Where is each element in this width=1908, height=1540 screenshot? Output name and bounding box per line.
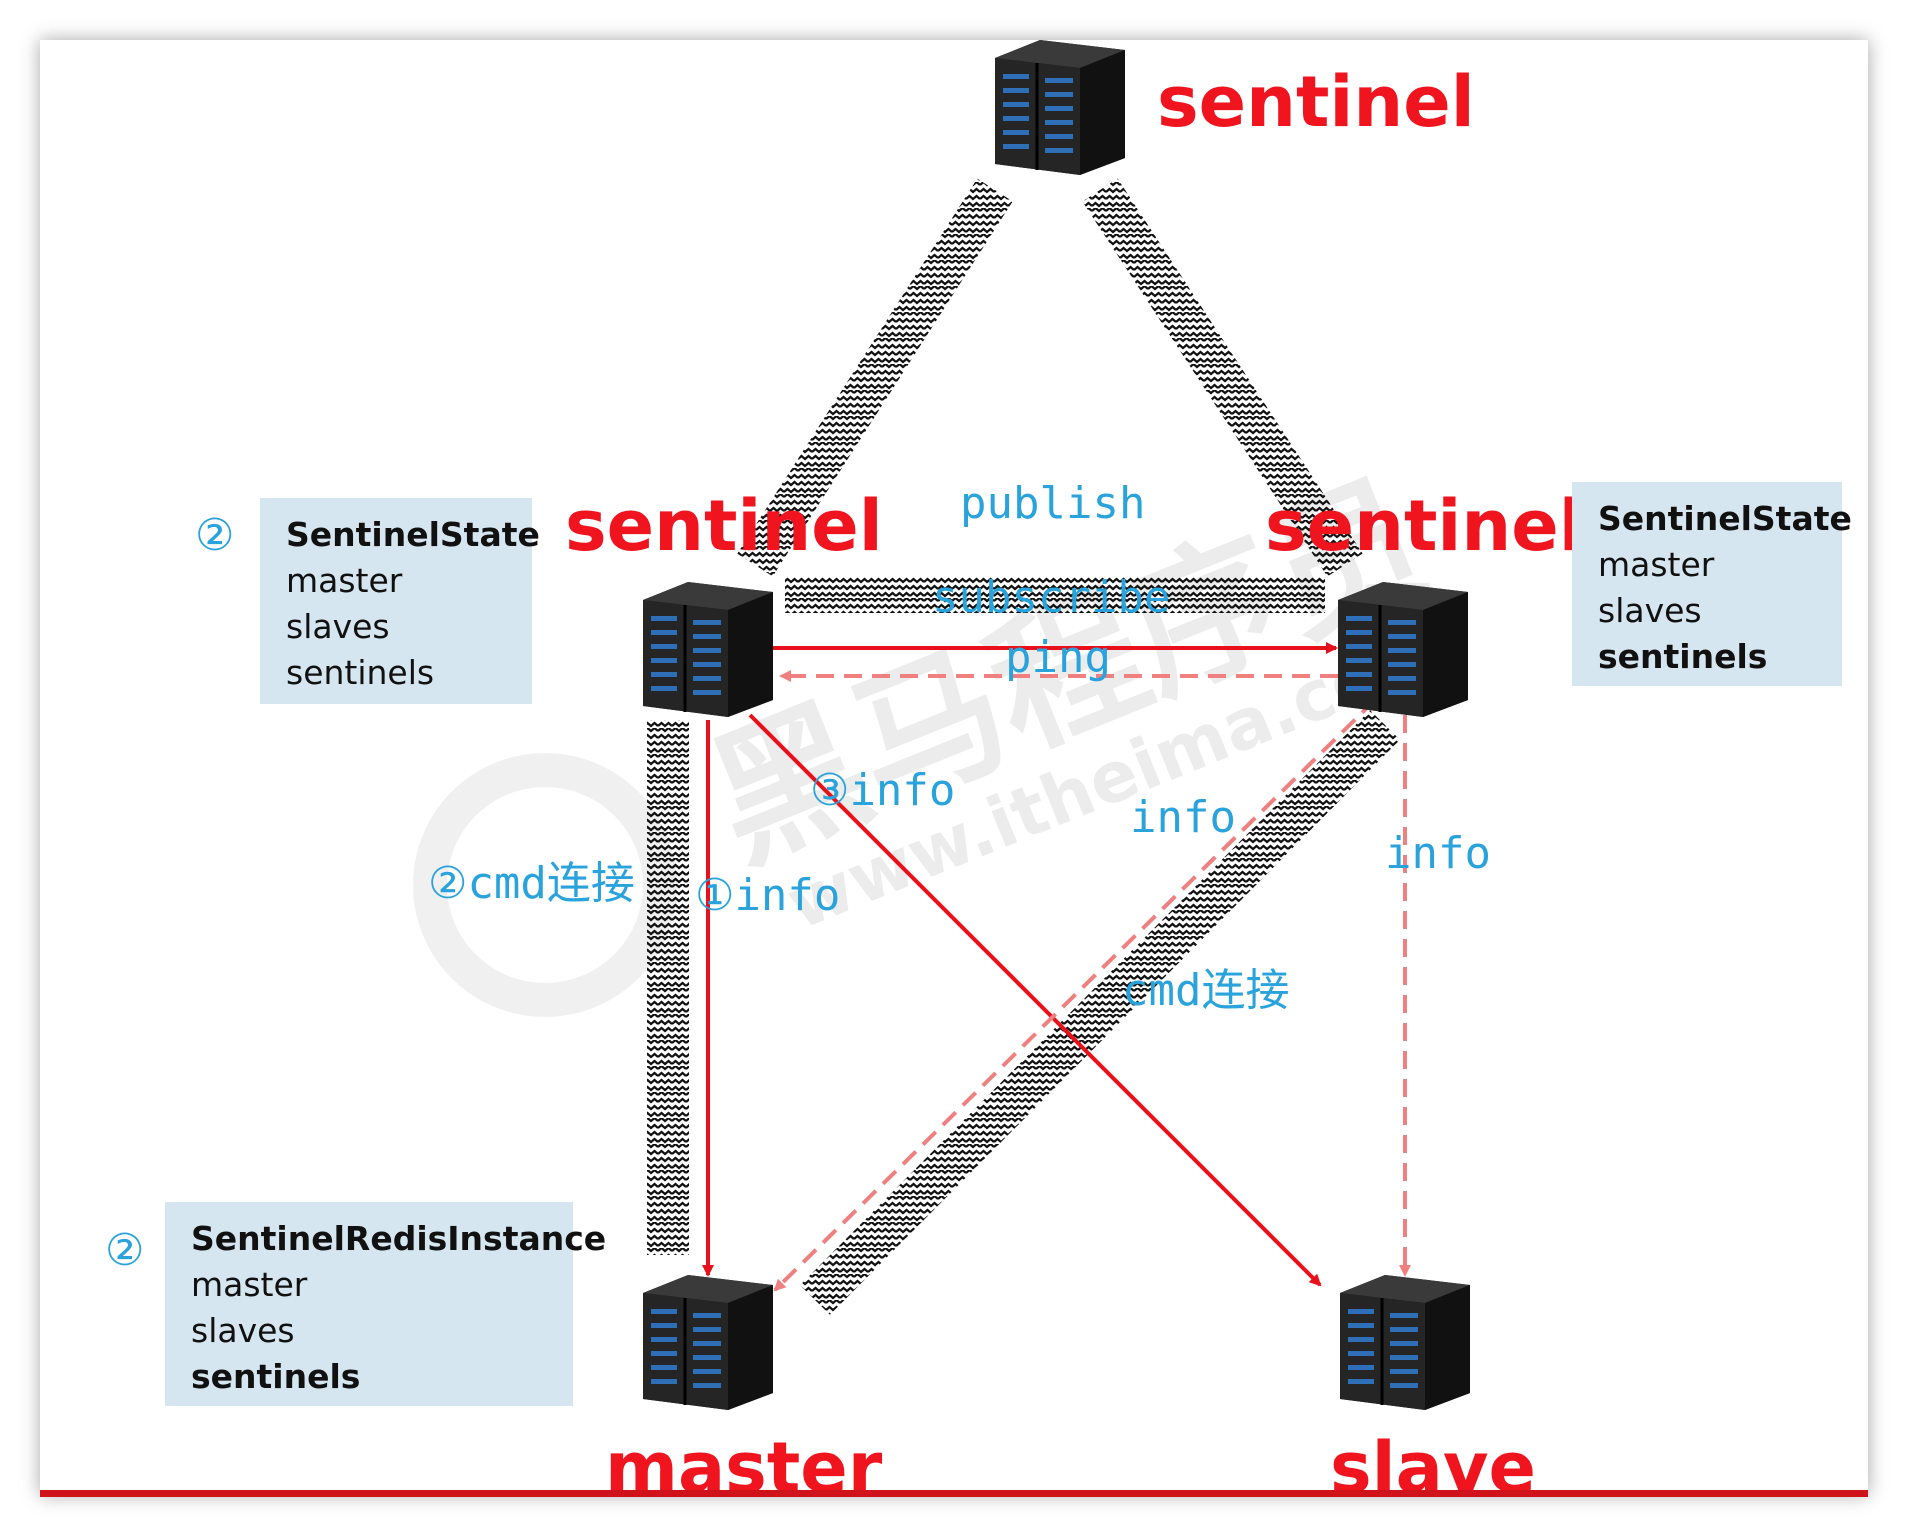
label-info-1: ①info	[695, 870, 840, 921]
label-publish: publish	[960, 478, 1145, 529]
server-left-sentinel-icon	[641, 580, 775, 719]
label-right-sentinel: sentinel	[1265, 485, 1583, 567]
box-master-instance: SentinelRedisInstance master slaves sent…	[165, 1202, 607, 1406]
arrow-left-to-slave	[748, 713, 1322, 1287]
box-master-line-sentinels: sentinels	[191, 1357, 361, 1396]
label-cmd-right: cmd连接	[1122, 965, 1289, 1016]
label-left-sentinel: sentinel	[565, 485, 883, 567]
box-right-line-master: master	[1598, 545, 1715, 584]
box-left-line-master: master	[286, 561, 403, 600]
server-right-sentinel-icon	[1336, 580, 1470, 719]
server-master-icon	[641, 1273, 775, 1412]
box-left-title: SentinelState	[286, 515, 540, 554]
bottom-red-bar	[40, 1490, 1868, 1497]
arrow-right-to-master	[773, 698, 1377, 1292]
box-master-line-slaves: slaves	[191, 1311, 295, 1350]
marker-master-instance: ②	[105, 1225, 145, 1276]
zigzag-links	[647, 178, 1400, 1315]
label-subscribe: subscribe	[932, 572, 1170, 623]
zigzag-right-master	[800, 710, 1400, 1315]
zigzag-top-right	[1082, 178, 1363, 577]
label-ping: ping	[1005, 632, 1111, 683]
box-right-sentinel-state: SentinelState master slaves sentinels	[1572, 482, 1852, 686]
box-master-title: SentinelRedisInstance	[191, 1219, 607, 1258]
box-master-line-master: master	[191, 1265, 308, 1304]
label-info-right: info	[1385, 828, 1491, 879]
zigzag-top-left	[737, 178, 1013, 577]
server-top-sentinel-icon	[993, 38, 1127, 177]
server-slave-icon	[1338, 1273, 1472, 1412]
box-left-line-slaves: slaves	[286, 607, 390, 646]
box-right-title: SentinelState	[1598, 499, 1852, 538]
box-right-line-sentinels: sentinels	[1598, 637, 1768, 676]
box-left-line-sentinels: sentinels	[286, 653, 435, 692]
box-right-line-slaves: slaves	[1598, 591, 1702, 630]
label-cmd-left: ②cmd连接	[428, 858, 635, 909]
label-info-3: ③info	[810, 765, 955, 816]
label-top-sentinel: sentinel	[1157, 61, 1475, 143]
marker-left-state: ②	[195, 510, 235, 561]
arrows	[702, 642, 1411, 1292]
box-left-sentinel-state: SentinelState master slaves sentinels	[260, 498, 540, 704]
label-info-mid: info	[1130, 792, 1236, 843]
